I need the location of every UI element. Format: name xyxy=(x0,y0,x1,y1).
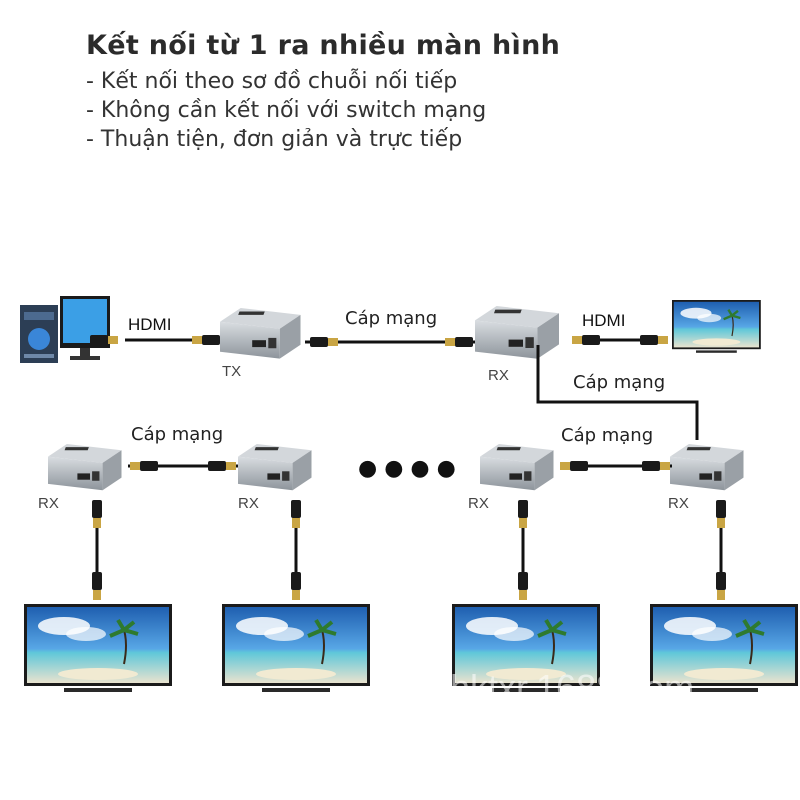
hdmi-cable-4 xyxy=(716,500,726,600)
bullet-convenient: - Thuận tiện, đơn giản và trực tiếp xyxy=(86,127,463,152)
hdmi-cable-2 xyxy=(291,500,301,600)
rx-receiver-1 xyxy=(48,444,122,491)
hdmi-label-left: HDMI xyxy=(128,315,171,334)
rx-label-1: RX xyxy=(38,495,59,512)
rx-receiver-2 xyxy=(238,444,312,491)
hdmi-label-right: HDMI xyxy=(582,311,625,330)
pc-tower xyxy=(20,305,58,363)
tx-label: TX xyxy=(222,363,241,380)
continuation-dots: ● ● ● ● xyxy=(358,456,456,481)
tv-screen-2 xyxy=(220,602,372,694)
bullet-no-switch: - Không cần kết nối với switch mạng xyxy=(86,98,487,123)
hdmi-cable-3 xyxy=(518,500,528,600)
page-title: Kết nối từ 1 ra nhiều màn hình xyxy=(86,30,561,61)
rx-label-4: RX xyxy=(668,495,689,512)
rx-receiver-4 xyxy=(670,444,744,491)
cable-label-top: Cáp mạng xyxy=(345,308,437,329)
cable-label-left: Cáp mạng xyxy=(131,424,223,445)
watermark: hktxr.1688.com xyxy=(450,667,694,708)
rx-label-3: RX xyxy=(468,495,489,512)
rx-receiver-3 xyxy=(480,444,554,491)
bullet-daisy-chain: - Kết nối theo sơ đồ chuỗi nối tiếp xyxy=(86,69,458,94)
cable-label-drop: Cáp mạng xyxy=(573,372,665,393)
monitor-top xyxy=(670,298,762,354)
tx-transmitter xyxy=(220,308,301,359)
pc-monitor xyxy=(60,296,110,360)
rx-label-top: RX xyxy=(488,367,509,384)
cable-label-right: Cáp mạng xyxy=(561,425,653,446)
tv-screen-1 xyxy=(22,602,174,694)
rx-receiver-top xyxy=(475,306,559,359)
rx-label-2: RX xyxy=(238,495,259,512)
hdmi-cable-1 xyxy=(92,500,102,600)
